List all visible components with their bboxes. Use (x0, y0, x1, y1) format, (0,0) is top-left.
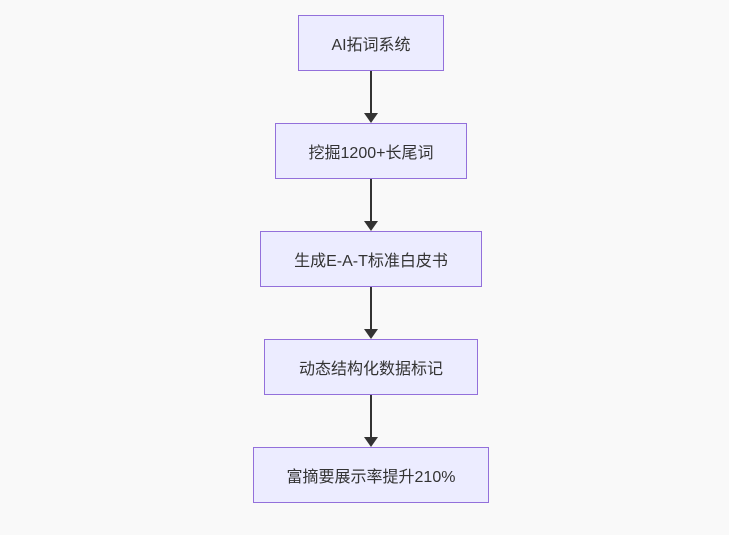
flow-node-ai-keyword-system: AI拓词系统 (298, 15, 444, 71)
arrow-line (370, 287, 372, 329)
flow-arrow-1 (364, 71, 378, 123)
arrow-line (370, 71, 372, 113)
flow-node-label: 挖掘1200+长尾词 (308, 145, 434, 162)
arrowhead-down-icon (364, 329, 378, 339)
arrow-line (370, 395, 372, 437)
arrowhead-down-icon (364, 437, 378, 447)
arrowhead-down-icon (364, 113, 378, 123)
flow-arrow-4 (364, 395, 378, 447)
flow-node-label: AI拓词系统 (331, 37, 411, 54)
flow-node-label: 动态结构化数据标记 (298, 361, 443, 378)
flowchart: AI拓词系统 挖掘1200+长尾词 生成E-A-T标准白皮书 动态结构化数据标记 (253, 15, 489, 503)
flow-node-longtail-mining: 挖掘1200+长尾词 (275, 123, 467, 179)
arrow-line (370, 179, 372, 221)
flow-node-rich-snippet-result: 富摘要展示率提升210% (253, 447, 489, 503)
flow-node-label: 生成E-A-T标准白皮书 (294, 253, 448, 270)
flow-arrow-3 (364, 287, 378, 339)
flow-node-eat-whitepaper: 生成E-A-T标准白皮书 (260, 231, 482, 287)
flow-node-structured-data-markup: 动态结构化数据标记 (264, 339, 478, 395)
arrowhead-down-icon (364, 221, 378, 231)
flow-arrow-2 (364, 179, 378, 231)
flow-node-label: 富摘要展示率提升210% (286, 469, 456, 486)
